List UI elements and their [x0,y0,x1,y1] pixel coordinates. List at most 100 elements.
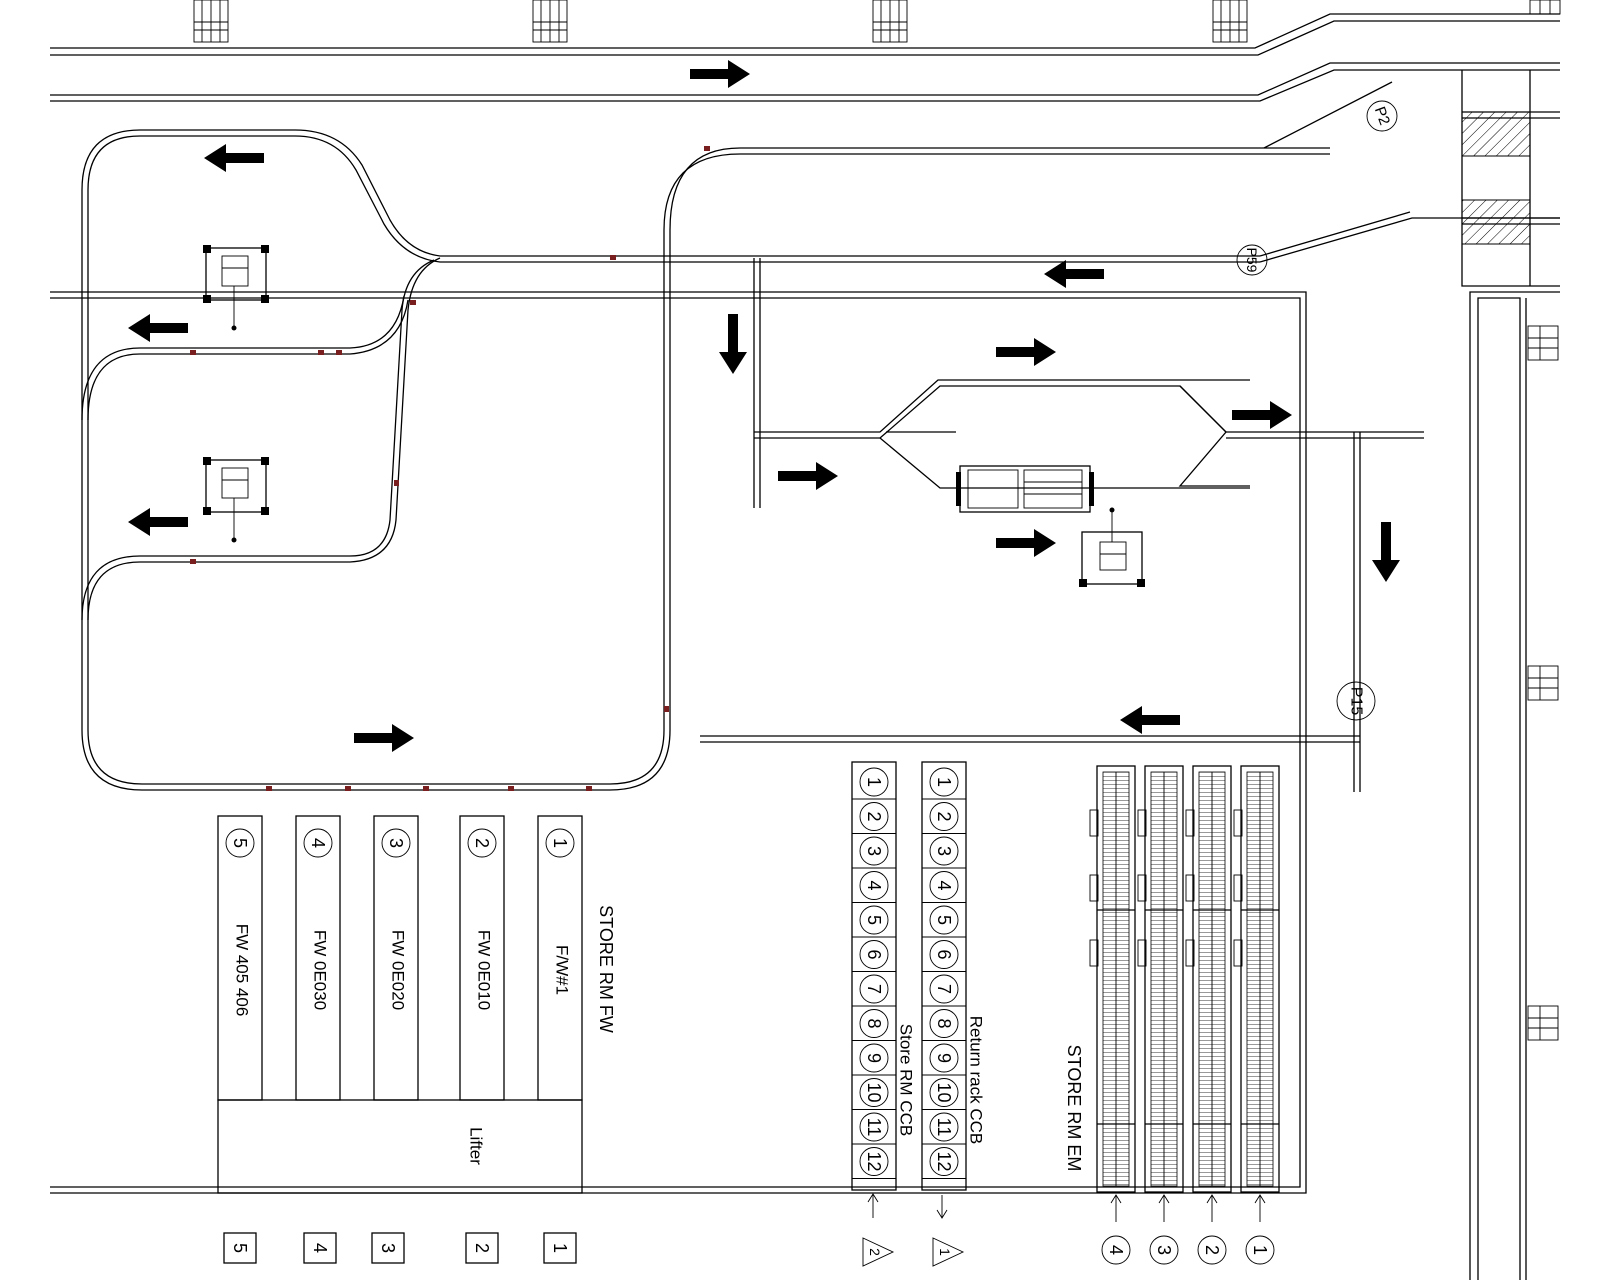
ccb-store-slot[interactable]: 4 [852,871,896,903]
agv-loop-track [81,81,1560,791]
ccb-store-slot[interactable]: 10 [852,1078,896,1110]
marker-p59[interactable]: P59 [1236,244,1268,276]
wall-pillar-icon [1527,1005,1559,1041]
roller-conveyor-icon[interactable]: 4 [1089,765,1136,1265]
pillar-icon [193,0,229,43]
flow-direction-arrow-icon [996,338,1056,366]
return-ccb-marker-number: 1 [937,1248,953,1256]
conveyor-number-marker[interactable]: 3 [1149,1235,1179,1265]
top-fixtures [193,0,1561,43]
conveyor-number: 1 [1250,1245,1270,1255]
bay-number-box[interactable]: 5 [223,1232,257,1264]
ccb-return-slot[interactable]: 2 [922,802,966,834]
ccb-store-slot[interactable]: 8 [852,1009,896,1041]
ccb-store-slot[interactable]: 1 [852,767,896,800]
lane-number: 1 [550,838,570,848]
fw-lane[interactable]: 5FW 405 406 [217,815,263,1101]
roller-conveyor-icon[interactable]: 2 [1185,765,1232,1265]
fw-lane[interactable]: 3FW 0E020 [373,815,419,1101]
ccb-return-slot[interactable]: 10 [922,1078,966,1110]
bay-number: 4 [310,1243,330,1253]
ccb-store-slot-number: 9 [864,1053,884,1063]
bay-number-box[interactable]: 3 [371,1232,405,1264]
top-corridor [50,13,1560,102]
ccb-store-slot[interactable]: 5 [852,905,896,938]
ccb-store-slot-number: 11 [864,1118,884,1137]
lane-number: 4 [308,838,328,848]
lane-number-circle [545,828,575,858]
marker-p15[interactable]: P15 [1336,681,1376,721]
flow-direction-arrow-icon [1120,706,1180,734]
store-ccb-label: Store RM CCB [897,1024,916,1136]
fw-lane[interactable]: 2FW 0E010 [459,815,505,1101]
ccb-store-slot-number: 8 [864,1018,884,1028]
ccb-return-slot[interactable]: 1 [922,767,966,800]
ccb-return-slot-number: 2 [934,811,954,821]
ccb-return-slot[interactable]: 4 [922,871,966,903]
lifter-box [217,1099,583,1194]
return-ccb-label: Return rack CCB [967,1016,986,1144]
ccb-return-slot-number: 6 [934,949,954,959]
pillar-icon [872,0,908,43]
fw-lane[interactable]: 1F/W#1 [537,815,583,1101]
ccb-return-slot[interactable]: 12 [922,1147,966,1179]
ccb-return-slot[interactable]: 8 [922,1009,966,1041]
ccb-store-slot-number: 1 [864,777,884,787]
agv-cart-icon[interactable] [203,457,269,543]
lane-label: FW 0E010 [475,930,494,1010]
agv-train-icon[interactable] [956,465,1094,513]
ccb-store-slot[interactable]: 9 [852,1043,896,1076]
ccb-return-slot[interactable]: 6 [922,940,966,972]
return-ccb-triangle-marker[interactable]: 1 [932,1237,965,1267]
wall-pillar-icon [1527,665,1559,701]
conveyor-number-marker[interactable]: 4 [1101,1235,1131,1265]
ccb-return-slot-number: 8 [934,1018,954,1028]
lane-number-circle [225,828,255,858]
ccb-store-slot[interactable]: 7 [852,974,896,1007]
bay-number-box[interactable]: 4 [303,1232,337,1264]
marker-p2[interactable]: P2 [1366,100,1398,132]
ccb-return-slot[interactable]: 5 [922,905,966,938]
ccb-return-slot[interactable]: 11 [922,1112,966,1145]
flow-direction-arrow-icon [690,60,750,88]
ccb-return-slot-number: 1 [934,777,954,787]
conveyor-number-marker[interactable]: 1 [1245,1235,1275,1265]
bay-number-box[interactable]: 2 [465,1232,499,1264]
ccb-store-slot-number: 10 [864,1082,884,1102]
ccb-return-slot[interactable]: 7 [922,974,966,1007]
hatched-wall-section [1461,111,1531,157]
fw-lane[interactable]: 4FW 0E030 [295,815,341,1101]
bay-number-box[interactable]: 1 [543,1232,577,1264]
ccb-store-slot[interactable]: 3 [852,836,896,869]
ccb-store-slot[interactable]: 6 [852,940,896,972]
ccb-store-slot[interactable]: 2 [852,802,896,834]
pillar-icon [1212,0,1248,43]
pillar-icon [1529,0,1561,15]
ccb-return-slot-number: 7 [934,984,954,994]
conveyor-number-marker[interactable]: 2 [1197,1235,1227,1265]
flow-direction-arrow-icon [128,508,188,536]
flow-direction-arrow-icon [719,314,747,374]
store-em-title: STORE RM EM [1064,1045,1084,1172]
ccb-store-slot[interactable]: 12 [852,1147,896,1179]
lane-label: FW 405 406 [233,924,252,1017]
wall-pillar-icon [1527,325,1559,361]
ccb-store-slot-number: 2 [864,811,884,821]
roller-conveyor-icon[interactable]: 3 [1137,765,1184,1265]
lane-number-circle [303,828,333,858]
store-ccb-triangle-marker[interactable]: 2 [862,1237,895,1267]
ccb-return-slot[interactable]: 3 [922,836,966,869]
pillar-icon [532,0,568,43]
ccb-return-slot[interactable]: 9 [922,1043,966,1076]
ccb-store-slot-number: 6 [864,949,884,959]
agv-cart-icon[interactable] [203,245,269,331]
ccb-store-slot[interactable]: 11 [852,1112,896,1145]
roller-conveyor-icon[interactable]: 1 [1233,765,1280,1265]
flow-arrows [128,60,1400,752]
bay-number: 3 [378,1243,398,1253]
agv-cart-icon[interactable] [1079,507,1145,588]
ccb-return-slot-number: 5 [934,915,954,925]
ccb-store-slot-number: 7 [864,984,884,994]
